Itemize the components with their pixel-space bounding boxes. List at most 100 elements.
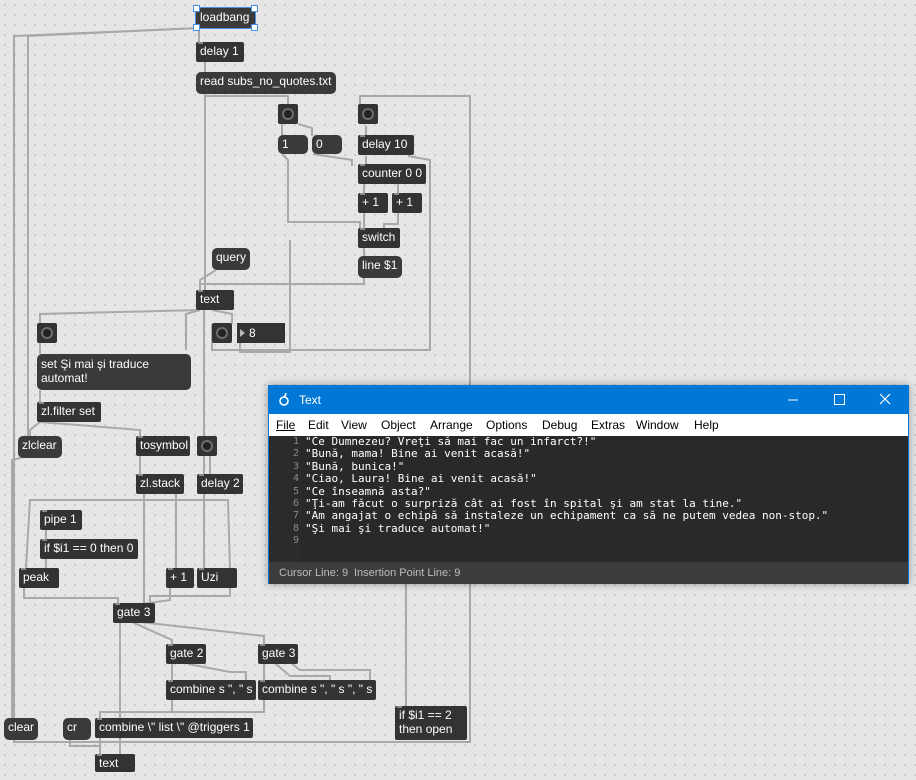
combine-label: combine s ", " s ", " s (262, 682, 373, 696)
status-bar: Cursor Line: 9 Insertion Point Line: 9 (269, 562, 908, 584)
menu-extras[interactable]: Extras (591, 418, 626, 432)
clear-message-label: clear (8, 720, 35, 734)
line-number: 2 (292, 448, 299, 460)
minimize-button[interactable] (770, 386, 816, 414)
combine-object[interactable]: combine s ", " s (166, 680, 256, 700)
line-number: 9 (292, 535, 299, 547)
delay-1-object[interactable]: delay 1 (196, 42, 244, 62)
plus-one-object[interactable]: + 1 (392, 193, 422, 213)
text-line[interactable]: "Ce Dumnezeu? Vreţi să mai fac un infarc… (305, 435, 597, 448)
text-line[interactable]: "Ciao, Laura! Bine ai venit acasă!" (305, 472, 537, 486)
gate-3-object[interactable]: gate 3 (113, 603, 155, 623)
if-open-object[interactable]: if $i1 == 2 then open (395, 706, 467, 740)
selection-handle[interactable] (251, 24, 258, 31)
pipe-object[interactable]: pipe 1 (40, 510, 82, 530)
window-title: Text (299, 393, 322, 407)
zl-stack-object[interactable]: zl.stack (136, 474, 184, 494)
menu-window[interactable]: Window (636, 418, 679, 432)
text-line[interactable]: "Bună, bunica!" (305, 459, 405, 473)
menu-edit[interactable]: Edit (308, 418, 329, 432)
combine-list-label: combine \" list \" @triggers 1 (99, 720, 250, 734)
message-one[interactable]: 1 (278, 135, 308, 154)
delay-10-object[interactable]: delay 10 (358, 135, 414, 155)
message-zero-label: 0 (316, 137, 323, 151)
zlclear-message[interactable]: zlclear (18, 436, 62, 458)
query-message[interactable]: query (212, 248, 250, 270)
text-line[interactable]: "Şi mai şi traduce automat!" (305, 521, 491, 535)
if-then-zero-object[interactable]: if $i1 == 0 then 0 (40, 539, 138, 559)
peak-label: peak (23, 570, 50, 584)
peak-object[interactable]: peak (19, 568, 59, 588)
text-line[interactable]: "Bună, mama! Bine ai venit acasă!" (305, 447, 531, 461)
zlclear-message-label: zlclear (22, 438, 57, 452)
if-open-label: if $i1 == 2 then open (399, 708, 453, 736)
if-then-zero-label: if $i1 == 0 then 0 (44, 541, 134, 555)
clear-message[interactable]: clear (4, 718, 38, 740)
menu-file[interactable]: File (276, 418, 296, 432)
switch-object[interactable]: switch (358, 228, 400, 248)
menu-arrange[interactable]: Arrange (430, 418, 473, 432)
line-message[interactable]: line $1 (358, 256, 402, 278)
app-icon (279, 393, 289, 406)
uzi-object[interactable]: Uzi (197, 568, 237, 588)
counter-label: counter 0 0 (362, 166, 423, 180)
text-line[interactable]: "Ţi-am făcut o surpriză cât ai fost în s… (305, 497, 743, 510)
text-line[interactable]: "Ce înseamnă asta?" (305, 484, 431, 498)
message-zero[interactable]: 0 (312, 135, 342, 154)
tosymbol-label: tosymbol (140, 438, 189, 452)
plus-one-object[interactable]: + 1 (166, 568, 194, 588)
maximize-button[interactable] (816, 386, 862, 414)
close-button[interactable] (862, 386, 908, 414)
delay-2-object[interactable]: delay 2 (197, 474, 243, 494)
window-titlebar[interactable]: Text (269, 386, 908, 414)
bang-button[interactable] (37, 323, 57, 343)
delay-2-label: delay 2 (201, 476, 240, 490)
text-object-label: text (200, 292, 220, 306)
bang-button[interactable] (358, 104, 378, 124)
zl-filter-object[interactable]: zl.filter set (37, 402, 101, 422)
selection-handle[interactable] (251, 5, 258, 12)
gate-3-object[interactable]: gate 3 (258, 644, 298, 664)
selection-handle[interactable] (193, 5, 200, 12)
cr-message[interactable]: cr (63, 718, 91, 740)
combine-list-object[interactable]: combine \" list \" @triggers 1 (95, 718, 253, 738)
text-object[interactable]: text (95, 754, 135, 772)
text-line[interactable]: "Am angajat o echipă să instaleze un ech… (305, 509, 829, 523)
tosymbol-object[interactable]: tosymbol (136, 436, 190, 456)
pipe-label: pipe 1 (44, 512, 77, 526)
bang-button[interactable] (278, 104, 298, 124)
menu-debug[interactable]: Debug (542, 418, 578, 432)
plus-one-label: + 1 (362, 195, 380, 209)
combine-object[interactable]: combine s ", " s ", " s (258, 680, 376, 700)
bang-button[interactable] (212, 323, 232, 343)
line-number: 8 (292, 522, 299, 534)
switch-label: switch (362, 230, 396, 244)
loadbang-label: loadbang (200, 10, 250, 24)
read-message[interactable]: read subs_no_quotes.txt (196, 72, 336, 94)
number-box[interactable]: 8 (237, 323, 285, 343)
bang-button[interactable] (197, 436, 217, 456)
plus-one-object[interactable]: + 1 (358, 193, 388, 213)
minimize-icon (788, 399, 798, 401)
maximize-icon (834, 394, 845, 405)
zl-filter-label: zl.filter set (41, 404, 96, 418)
set-message[interactable]: set Şi mai şi traduce automat! (37, 354, 191, 390)
delay-10-label: delay 10 (362, 137, 408, 151)
menu-view[interactable]: View (341, 418, 367, 432)
selection-handle[interactable] (193, 24, 200, 31)
menu-object[interactable]: Object (381, 418, 416, 432)
query-message-label: query (216, 250, 247, 264)
loadbang-object[interactable]: loadbang (193, 5, 258, 31)
text-editor[interactable]: 1 2 3 4 5 6 7 8 9 "Ce Dumnezeu? Vreţi să… (269, 435, 908, 562)
counter-object[interactable]: counter 0 0 (358, 164, 426, 184)
menu-help[interactable]: Help (694, 418, 719, 432)
gate-2-object[interactable]: gate 2 (166, 644, 206, 664)
line-number: 4 (292, 473, 299, 485)
text-window[interactable]: Text File Edit View Object Arrange Optio… (268, 385, 909, 584)
number-triangle-icon (240, 329, 245, 337)
menu-options[interactable]: Options (486, 418, 528, 432)
combine-label: combine s ", " s (170, 682, 253, 696)
set-message-label: set Şi mai şi traduce automat! (41, 357, 150, 385)
text-object[interactable]: text (196, 290, 234, 310)
